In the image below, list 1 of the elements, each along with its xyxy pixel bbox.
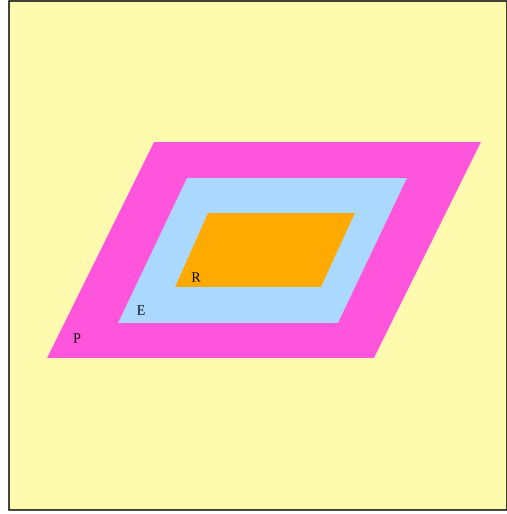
- parallelogram-region: R: [175, 213, 355, 287]
